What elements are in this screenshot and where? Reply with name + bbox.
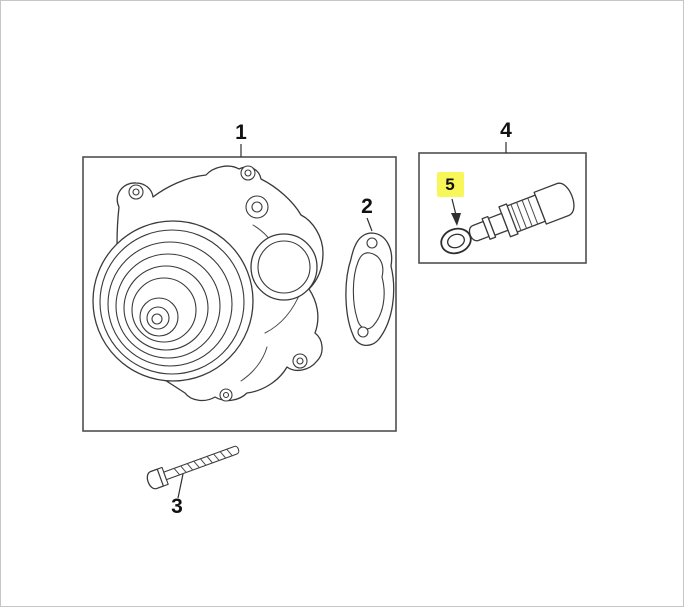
bolt-boss-hole [296, 357, 304, 365]
pump-outlet-bore [257, 240, 311, 294]
thread-line [206, 455, 214, 464]
fitting-rib [521, 199, 533, 227]
main-part-box [82, 156, 397, 432]
seal-inner-ring [447, 233, 465, 249]
seal-drawing [440, 227, 472, 255]
fitting-rib [527, 197, 539, 225]
part1-number[interactable]: 1 [235, 121, 247, 144]
pump-boss-hole [251, 201, 263, 213]
fitting-box [418, 152, 587, 264]
part4-number[interactable]: 4 [500, 119, 512, 142]
main-box-outline [82, 156, 397, 432]
thread-line [193, 460, 200, 469]
part4-label[interactable]: 4 [500, 119, 512, 153]
bolt-boss-hole [244, 169, 252, 177]
bolt-drawing [146, 445, 240, 490]
part2-number[interactable]: 2 [361, 195, 373, 218]
fitting-end-cylinder [533, 182, 575, 225]
fitting-drawing [468, 182, 575, 242]
thread-line [173, 467, 181, 476]
bolt-head [146, 468, 165, 490]
gasket-bolt-hole [366, 237, 378, 249]
pulley-hub [151, 313, 163, 325]
part5-arrow-icon [451, 213, 461, 226]
fitting-rib [516, 201, 528, 229]
bolt-boss-hole [222, 391, 230, 399]
gasket-drawing [345, 232, 395, 346]
pump-casting-line [240, 346, 268, 382]
bolt-threads [173, 448, 233, 476]
bolt-shaft [163, 445, 240, 481]
thread-line [180, 465, 187, 473]
part2-leader-line [366, 217, 373, 232]
part1-label[interactable]: 1 [235, 121, 247, 157]
part3-leader-line [177, 473, 184, 499]
thread-line [213, 453, 220, 461]
part5-label[interactable]: 5 [437, 172, 464, 226]
part5-highlight[interactable] [437, 172, 464, 197]
thread-line [226, 448, 233, 457]
bolt-boss-hole [132, 188, 140, 196]
part2-label[interactable]: 2 [361, 195, 373, 232]
part5-leader-line [451, 198, 457, 216]
thread-line [186, 463, 194, 471]
thread-line [219, 451, 227, 459]
fitting-rib [510, 203, 522, 232]
water-pump-drawing [92, 165, 324, 402]
part3-number[interactable]: 3 [171, 495, 183, 518]
part3-label[interactable]: 3 [171, 473, 184, 518]
part5-number[interactable]: 5 [445, 175, 454, 194]
fitting-box-outline [418, 152, 587, 264]
gasket-bolt-hole [357, 326, 369, 338]
thread-line [199, 458, 207, 466]
